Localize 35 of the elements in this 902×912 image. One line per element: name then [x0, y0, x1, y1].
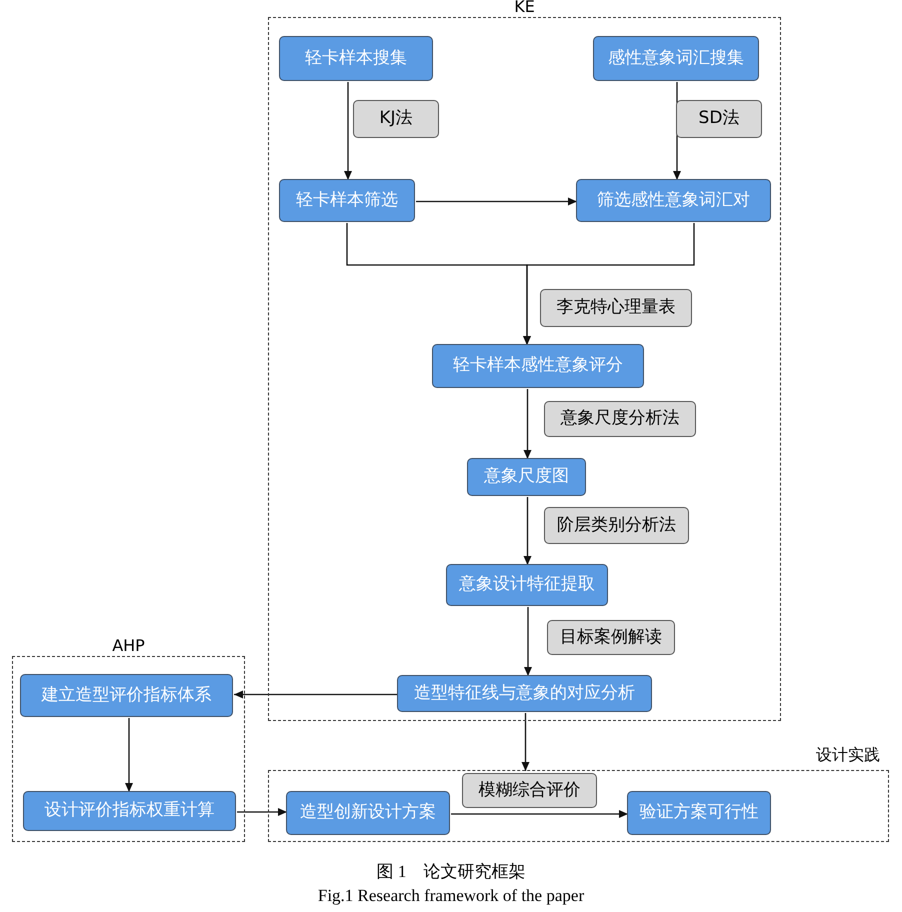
arrow	[451, 810, 628, 818]
process-box: 设计评价指标权重计算	[23, 791, 236, 831]
arrow	[522, 713, 530, 771]
group-heading: 设计实践	[816, 744, 880, 766]
method-box: KJ法	[353, 100, 439, 138]
arrow	[524, 607, 532, 676]
arrow	[344, 82, 352, 180]
arrow	[125, 718, 133, 792]
process-box: 轻卡样本搜集	[279, 36, 433, 81]
arrow	[416, 198, 577, 206]
process-box: 意象尺度图	[467, 458, 586, 496]
arrow	[524, 497, 532, 565]
process-box: 建立造型评价指标体系	[20, 674, 233, 717]
process-box: 轻卡样本感性意象评分	[432, 344, 644, 388]
arrow	[237, 808, 287, 816]
arrow	[524, 389, 532, 459]
method-box: SD法	[676, 100, 762, 138]
process-box: 验证方案可行性	[627, 791, 771, 835]
arrow	[523, 223, 695, 345]
method-box: 阶层类别分析法	[544, 507, 689, 544]
process-box: 造型创新设计方案	[286, 791, 450, 835]
figure-caption: 图 1 论文研究框架	[376, 861, 526, 883]
method-box: 目标案例解读	[547, 620, 675, 655]
figure-caption-english: Fig.1 Research framework of the paper	[318, 885, 584, 907]
group-heading: AHP	[112, 635, 145, 657]
method-box: 意象尺度分析法	[544, 401, 696, 437]
process-box: 感性意象词汇搜集	[593, 36, 759, 81]
group-heading: KE	[514, 0, 535, 18]
arrow	[234, 690, 398, 698]
method-box: 模糊综合评价	[462, 773, 597, 808]
process-box: 轻卡样本筛选	[279, 179, 415, 222]
method-box: 李克特心理量表	[540, 289, 692, 327]
process-box: 筛选感性意象词汇对	[576, 179, 771, 222]
process-box: 意象设计特征提取	[446, 564, 608, 606]
process-box: 造型特征线与意象的对应分析	[397, 675, 652, 712]
